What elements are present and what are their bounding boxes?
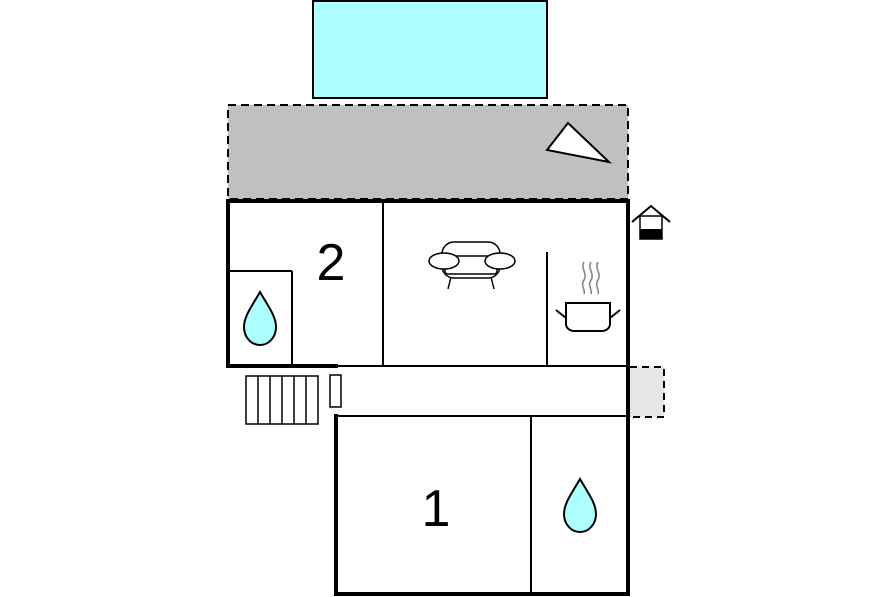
pool	[312, 0, 548, 99]
stairs-icon	[245, 375, 319, 425]
north-arrow-icon	[545, 121, 613, 164]
door	[329, 374, 342, 408]
cooking-pot-icon	[555, 261, 621, 332]
lower-block-walls	[334, 414, 630, 596]
hallway-walls	[336, 366, 630, 417]
water-drop-icon	[562, 476, 598, 534]
sofa-icon	[428, 241, 516, 290]
room-label-2: 2	[317, 234, 346, 292]
upper-interior-walls	[228, 201, 628, 367]
porch	[630, 366, 665, 418]
house-entrance-icon	[631, 204, 671, 240]
water-drop-icon	[242, 289, 278, 347]
room-label-1: 1	[422, 480, 451, 538]
upper-block-walls	[226, 199, 630, 368]
